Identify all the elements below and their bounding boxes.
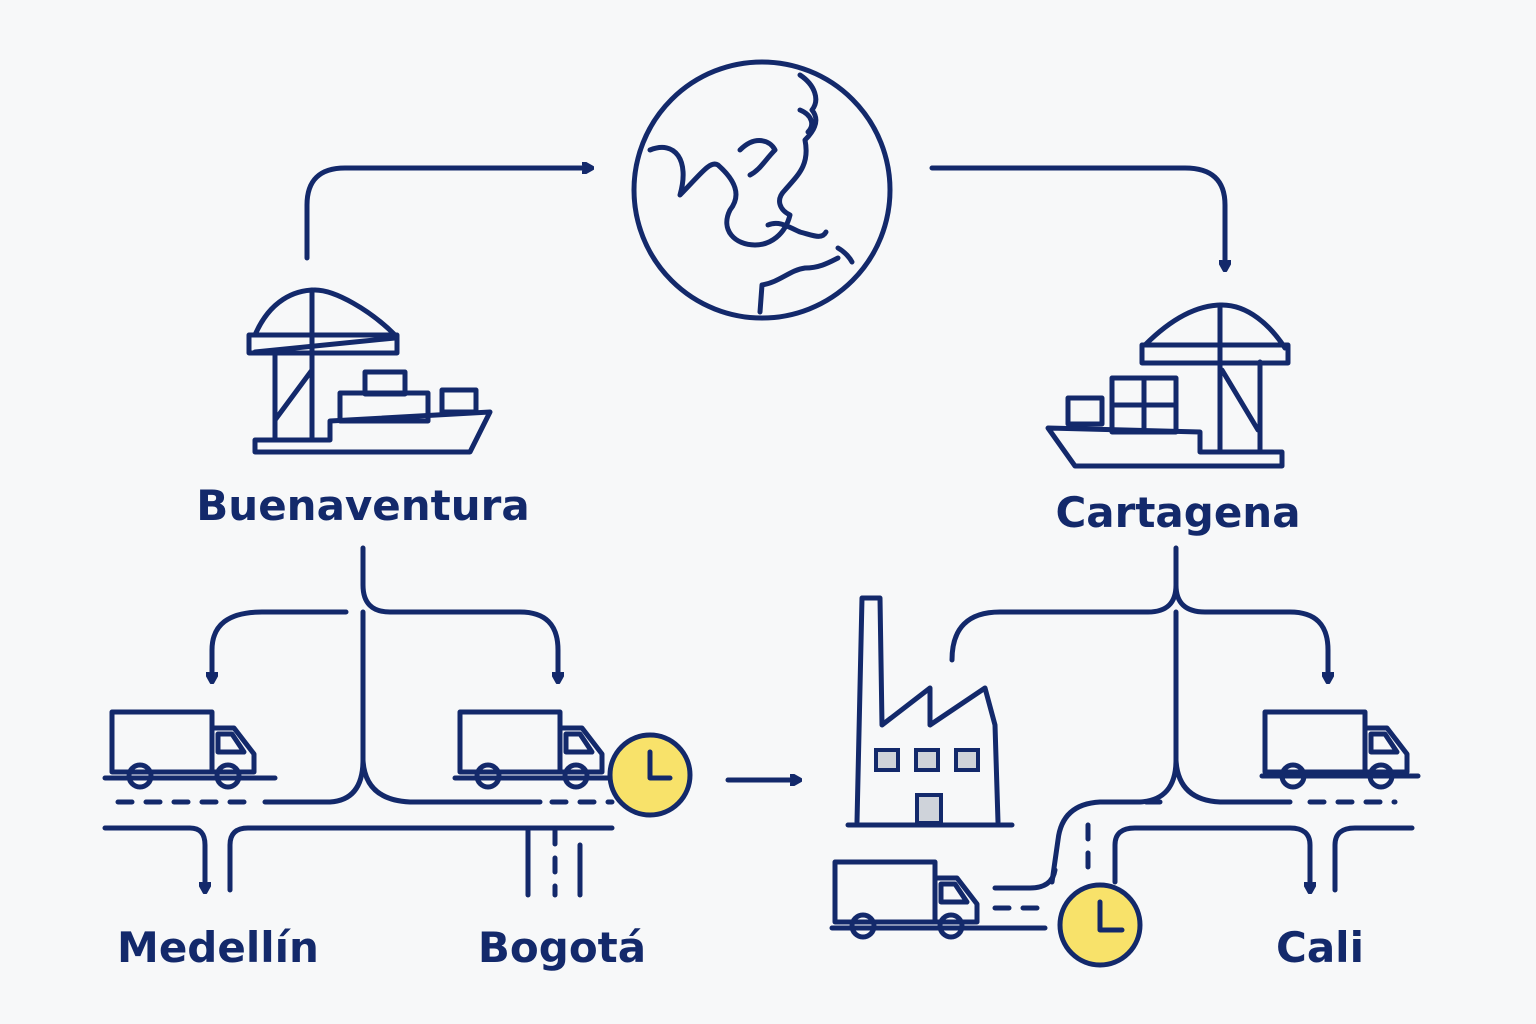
label-city-bogota: Bogotá	[478, 923, 646, 972]
clock-icon	[1057, 882, 1143, 968]
label-city-cali: Cali	[1276, 923, 1364, 972]
road-merge-right	[360, 757, 543, 805]
label-origin-port: Buenaventura	[196, 481, 529, 530]
road-bottom	[227, 825, 615, 893]
road-to-medellin	[102, 825, 205, 890]
branch-to-cali	[1173, 582, 1328, 680]
port-crane-ship-icon	[246, 287, 493, 455]
clock-icon	[607, 732, 693, 818]
branch-to-medellin	[212, 609, 349, 680]
port-crane-ship-icon	[1045, 302, 1291, 469]
road-merge-left	[262, 609, 366, 805]
branch-to-bogota	[360, 545, 558, 680]
arrow-to-globe	[304, 168, 590, 261]
factory-icon	[845, 595, 1015, 828]
arrow-to-cartagena	[929, 165, 1225, 268]
globe-icon	[631, 59, 893, 321]
road-bottom	[1332, 825, 1415, 893]
road-to-cali	[1112, 825, 1310, 890]
label-city-medellin: Medellín	[117, 923, 319, 972]
branch-to-factory	[949, 545, 1179, 663]
label-destination-port: Cartagena	[1055, 488, 1300, 537]
road-merge-right	[1173, 757, 1293, 805]
road-curve	[992, 867, 1058, 891]
